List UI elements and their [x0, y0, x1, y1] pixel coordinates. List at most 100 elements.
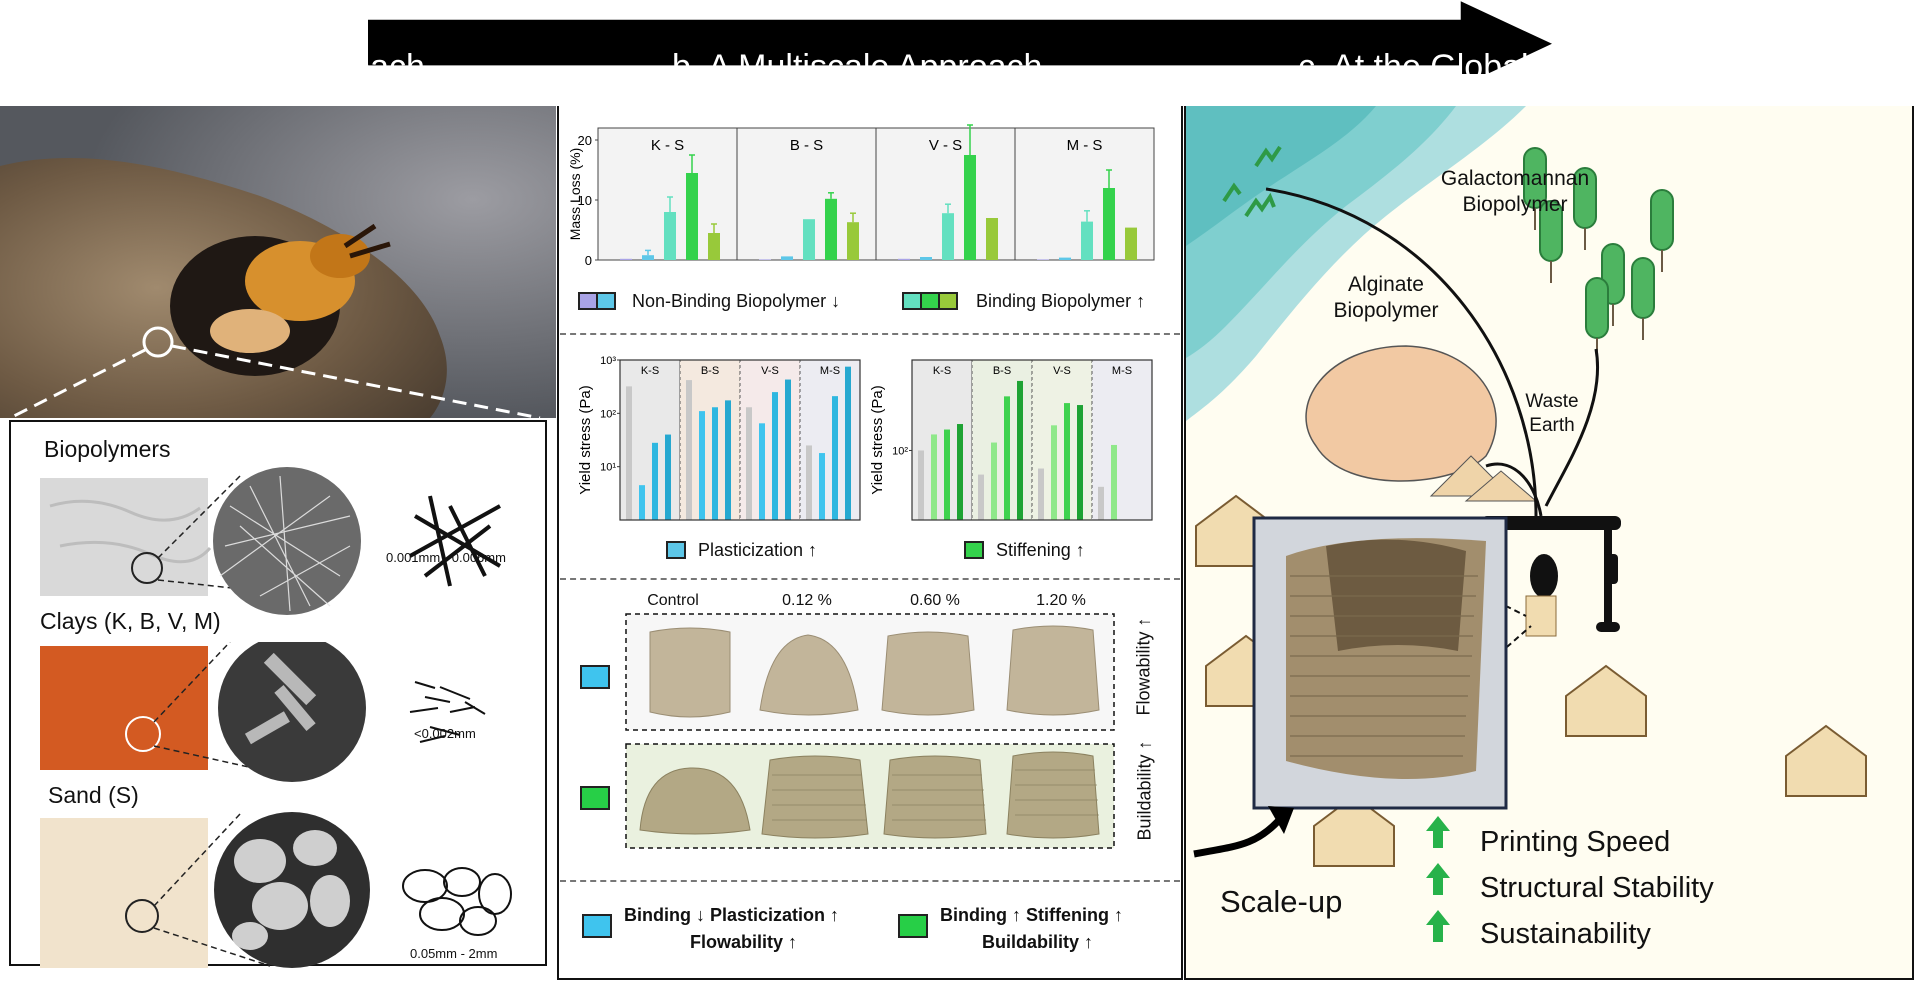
material-name-biopolymers: Biopolymers: [44, 436, 171, 462]
bar: [712, 407, 718, 520]
bar: [746, 407, 752, 520]
bar: [918, 450, 924, 520]
benefit-printing-speed: Printing Speed: [1480, 826, 1671, 858]
bar: [759, 423, 765, 520]
bar: [819, 453, 825, 520]
bar: [725, 400, 731, 520]
print-col-060: 0.60 %: [910, 592, 960, 609]
group-label: M-S: [1112, 365, 1132, 377]
summary-right-line2: Buildability ↑: [982, 932, 1094, 952]
summary-swatch-plasticization: [582, 914, 612, 938]
global-scale-illustration: [1186, 106, 1867, 942]
bar: [1037, 259, 1049, 260]
group-label: M-S: [820, 365, 840, 377]
summary-left-line1: Binding ↓ Plasticization ↑: [624, 905, 840, 925]
bar: [1125, 227, 1137, 260]
legend-swatch-nonbinding-2: [596, 292, 616, 310]
bar: [1038, 468, 1044, 520]
benefit-structural-stability: Structural Stability: [1480, 872, 1714, 904]
legend-swatch-stiffening: [964, 541, 984, 559]
summary-right-line1: Binding ↑ Stiffening ↑: [940, 905, 1123, 925]
label-buildability: Buildability ↑: [1134, 740, 1155, 841]
print-col-120: 1.20 %: [1036, 592, 1086, 609]
row-swatch-plasticization: [580, 665, 610, 689]
print-col-control: Control: [647, 592, 699, 609]
material-name-clays: Clays (K, B, V, M): [40, 608, 221, 634]
bar: [920, 257, 932, 260]
bar: [664, 212, 676, 260]
bar: [1111, 444, 1117, 520]
bar: [1103, 188, 1115, 260]
bar: [832, 396, 838, 520]
group-label: B-S: [701, 365, 719, 377]
bar: [845, 366, 851, 520]
bar: [759, 259, 771, 260]
group-label: V-S: [761, 365, 779, 377]
legend-stiffening: Stiffening ↑: [996, 540, 1085, 560]
y-axis-label: Yield stress (Pa): [577, 385, 594, 494]
bar: [699, 411, 705, 520]
legend-swatch-nonbinding-1: [578, 292, 598, 310]
bar: [1077, 405, 1083, 520]
material-name-sand: Sand (S): [48, 782, 139, 808]
bar: [686, 380, 692, 520]
bar: [1098, 486, 1104, 520]
group-label: B-S: [993, 365, 1011, 377]
legend-swatch-plasticization: [666, 541, 686, 559]
label-flowability: Flowability ↑: [1133, 617, 1154, 716]
print-col-012: 0.12 %: [782, 592, 832, 609]
divider: [560, 333, 1180, 335]
group-label: V - S: [929, 137, 962, 154]
bar: [847, 222, 859, 260]
bar: [1017, 380, 1023, 520]
group-label: V-S: [1053, 365, 1071, 377]
group-label: K - S: [651, 137, 684, 154]
plot-frame: [911, 359, 1153, 521]
panel-a: Biopolymers 0.001mm - 0.006mm Clays (K, …: [0, 106, 556, 982]
group-label: K-S: [933, 365, 951, 377]
legend-plasticization: Plasticization ↑: [698, 540, 818, 560]
y-tick-label: 10²: [600, 408, 616, 420]
bar: [978, 474, 984, 520]
bar: [942, 213, 954, 260]
bar: [944, 429, 950, 520]
scale-biopolymers: 0.001mm - 0.006mm: [386, 550, 506, 565]
bar: [708, 233, 720, 260]
group-label: M - S: [1067, 137, 1103, 154]
bar: [898, 258, 910, 260]
label-alginate: Alginate Biopolymer: [1333, 273, 1439, 322]
bar: [665, 434, 671, 520]
y-tick-label: 10²: [892, 445, 908, 457]
bar: [991, 442, 997, 520]
label-scale-up: Scale-up: [1220, 884, 1343, 919]
scale-sand: 0.05mm - 2mm: [410, 946, 498, 961]
yield-stress-plasticization-chart: Yield stress (Pa) K-S B-S V-S M-S 10¹ 10² 10³: [577, 355, 861, 521]
group-label: B - S: [790, 137, 823, 154]
bar: [626, 386, 632, 520]
header-a: a. Nature’s Approach: [108, 48, 425, 86]
y-axis-label: Mass Loss (%): [567, 148, 583, 241]
bar: [964, 155, 976, 260]
bar: [1051, 425, 1057, 520]
divider: [560, 578, 1180, 580]
clay-sem-images: [40, 642, 486, 782]
legend-nonbinding: Non-Binding Biopolymer ↓: [632, 291, 841, 311]
bar: [781, 256, 793, 260]
sand-sem-images: [40, 812, 512, 968]
group-label: K-S: [641, 365, 659, 377]
bar: [1081, 221, 1093, 260]
bar: [957, 424, 963, 520]
bar: [652, 442, 658, 520]
bar: [642, 255, 654, 260]
printed-samples: [625, 613, 1115, 849]
bar: [931, 434, 937, 520]
y-tick-label: 10³: [600, 355, 616, 367]
benefit-sustainability: Sustainability: [1480, 918, 1651, 950]
legend-swatch-binding-1: [902, 292, 922, 310]
summary-swatch-stiffening: [898, 914, 928, 938]
summary-left-line2: Flowability ↑: [690, 932, 798, 952]
bar: [620, 258, 632, 260]
header-b: b. A Multiscale Approach: [672, 48, 1043, 86]
y-tick-label: 10¹: [600, 462, 616, 474]
row-swatch-stiffening: [580, 786, 610, 810]
